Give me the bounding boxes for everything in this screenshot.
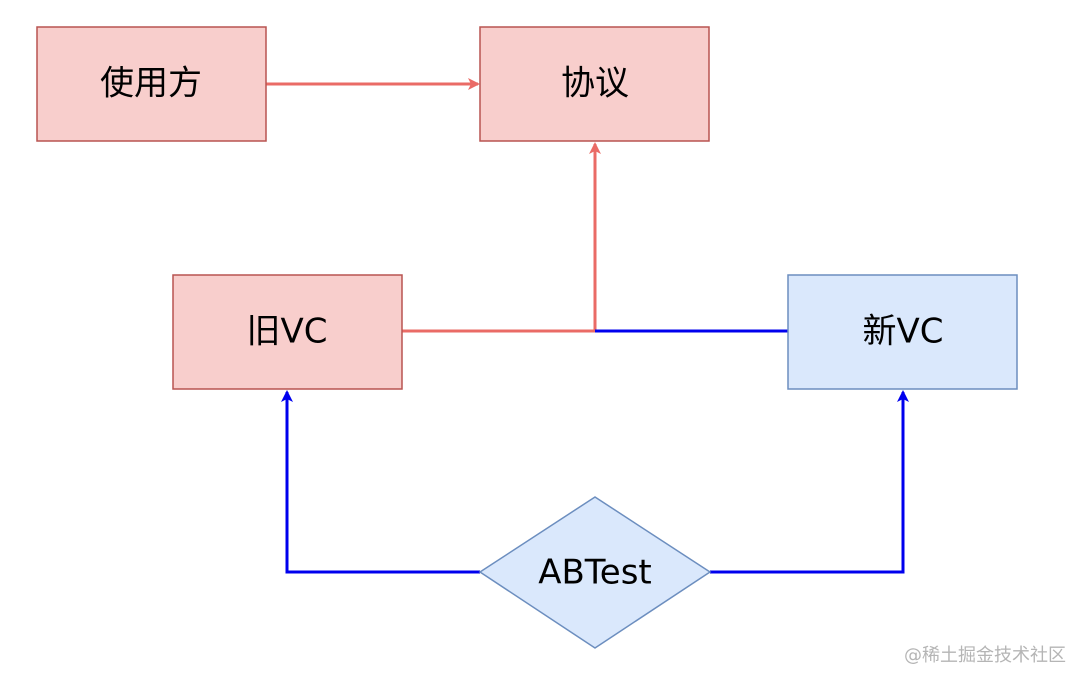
watermark: @稀土掘金技术社区 xyxy=(904,645,1066,666)
edge-abtest-to-new-vc xyxy=(710,390,909,574)
node-new-vc: 新VC xyxy=(787,274,1018,390)
node-user-box xyxy=(36,26,267,142)
node-new-vc-label: 新VC xyxy=(863,312,944,352)
node-protocol: 协议 xyxy=(479,26,710,142)
node-user: 使用方 xyxy=(36,26,267,142)
node-abtest-diamond xyxy=(478,496,712,649)
node-old-vc: 旧VC xyxy=(172,274,403,390)
edge-old-vc-to-protocol xyxy=(402,142,601,333)
node-abtest: ABTest xyxy=(478,496,712,649)
node-old-vc-box xyxy=(172,274,403,390)
node-abtest-label: ABTest xyxy=(538,553,652,593)
node-protocol-label: 协议 xyxy=(561,64,629,104)
node-old-vc-label: 旧VC xyxy=(247,312,328,352)
edge-abtest-to-old-vc xyxy=(281,390,480,574)
node-new-vc-box xyxy=(787,274,1018,390)
node-user-label: 使用方 xyxy=(100,64,202,104)
node-protocol-box xyxy=(479,26,710,142)
